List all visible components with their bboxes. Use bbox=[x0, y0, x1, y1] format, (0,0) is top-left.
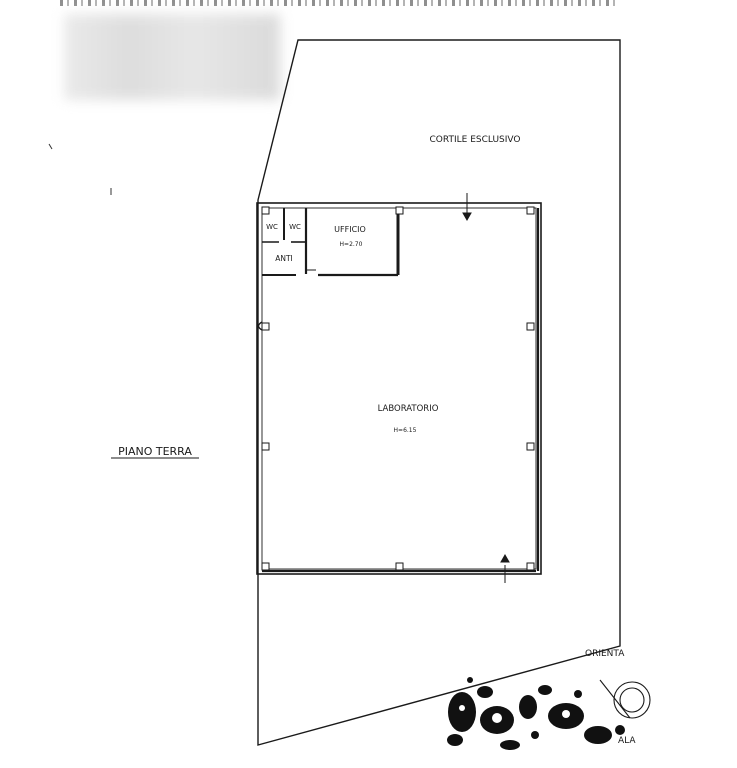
redacted-area bbox=[64, 14, 280, 100]
lab-height-label: H=6.15 bbox=[394, 427, 417, 434]
scan-header-strip bbox=[60, 0, 620, 6]
wc-label-1: WC bbox=[266, 223, 278, 231]
orientation-label: ORIENTA bbox=[585, 649, 625, 659]
office-label: UFFICIO bbox=[334, 225, 366, 234]
internal-walls bbox=[262, 208, 400, 277]
stamp-speckles bbox=[459, 705, 570, 723]
wc-label-2: WC bbox=[289, 223, 301, 231]
orientation-bottom-label: ALA bbox=[618, 736, 636, 746]
compass-icon bbox=[599, 679, 651, 719]
scan-marks bbox=[48, 143, 112, 195]
entrance-arrows bbox=[462, 193, 510, 583]
floor-label: PIANO TERRA bbox=[118, 445, 192, 458]
courtyard-label: CORTILE ESCLUSIVO bbox=[430, 135, 521, 145]
side-door-mark bbox=[256, 321, 263, 376]
anti-label: ANTI bbox=[275, 254, 293, 263]
office-height-label: H=2.70 bbox=[340, 241, 363, 248]
lab-label: LABORATORIO bbox=[378, 404, 439, 414]
lot-boundary bbox=[257, 39, 621, 746]
stamp-smudge bbox=[447, 677, 625, 750]
